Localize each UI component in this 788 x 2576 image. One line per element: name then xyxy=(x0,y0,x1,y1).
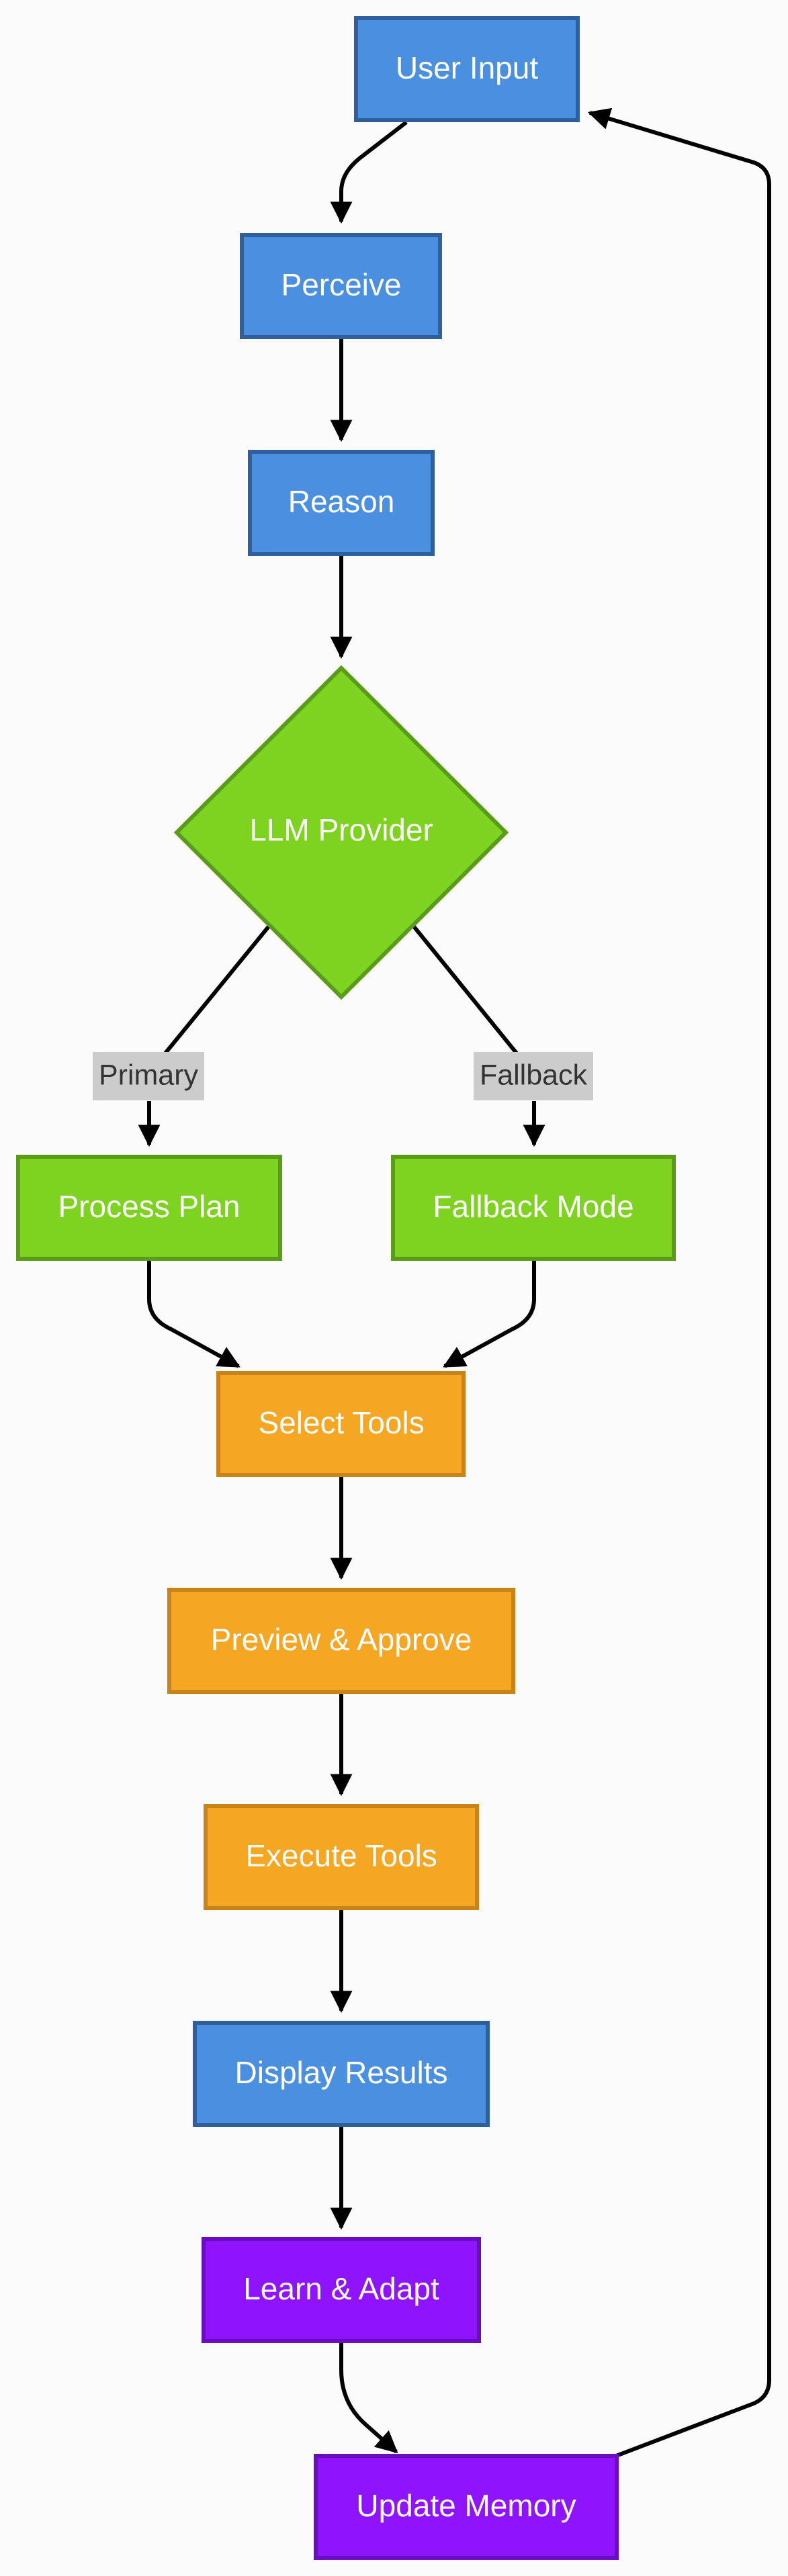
node-reason[interactable]: Reason xyxy=(248,450,435,556)
edges xyxy=(138,107,771,2459)
edge-label-fallback: Fallback xyxy=(474,1052,593,1100)
node-llm-provider-label: LLM Provider xyxy=(249,812,433,847)
edge-llm-to-primary-label xyxy=(163,925,271,1055)
edge-process-plan-to-select-tools xyxy=(147,1261,240,1368)
edge-learn-to-update-memory xyxy=(339,2343,398,2454)
node-process-plan-label: Process Plan xyxy=(58,1189,240,1224)
node-perceive-label: Perceive xyxy=(281,267,402,302)
node-user-input-label: User Input xyxy=(396,50,538,85)
edge-label-fallback-text: Fallback xyxy=(480,1059,588,1091)
edge-fallback-mode-to-select-tools xyxy=(443,1261,536,1368)
node-select-tools[interactable]: Select Tools xyxy=(216,1371,466,1477)
edge-llm-to-fallback-label xyxy=(412,925,519,1055)
node-display-results[interactable]: Display Results xyxy=(193,2021,490,2127)
node-fallback-mode[interactable]: Fallback Mode xyxy=(391,1155,676,1261)
node-update-memory-label: Update Memory xyxy=(356,2488,576,2523)
node-learn-adapt-label: Learn & Adapt xyxy=(243,2271,439,2306)
edge-label-primary-text: Primary xyxy=(99,1059,199,1091)
node-reason-label: Reason xyxy=(288,484,395,519)
node-fallback-mode-label: Fallback Mode xyxy=(433,1189,633,1224)
node-learn-adapt[interactable]: Learn & Adapt xyxy=(202,2237,481,2343)
node-display-results-label: Display Results xyxy=(235,2055,448,2090)
node-update-memory[interactable]: Update Memory xyxy=(314,2454,619,2560)
node-llm-provider[interactable]: LLM Provider xyxy=(173,665,509,1000)
node-select-tools-label: Select Tools xyxy=(258,1405,424,1440)
node-execute-tools[interactable]: Execute Tools xyxy=(204,1804,479,1910)
node-preview-approve[interactable]: Preview & Approve xyxy=(167,1588,515,1694)
node-preview-approve-label: Preview & Approve xyxy=(211,1622,472,1657)
node-user-input[interactable]: User Input xyxy=(354,16,580,122)
node-process-plan[interactable]: Process Plan xyxy=(16,1155,282,1261)
node-perceive[interactable]: Perceive xyxy=(240,233,442,339)
edge-label-primary: Primary xyxy=(93,1052,204,1100)
node-execute-tools-label: Execute Tools xyxy=(245,1838,437,1873)
edge-update-memory-to-user-input xyxy=(587,107,771,2459)
edge-user-input-to-perceive xyxy=(330,120,408,224)
